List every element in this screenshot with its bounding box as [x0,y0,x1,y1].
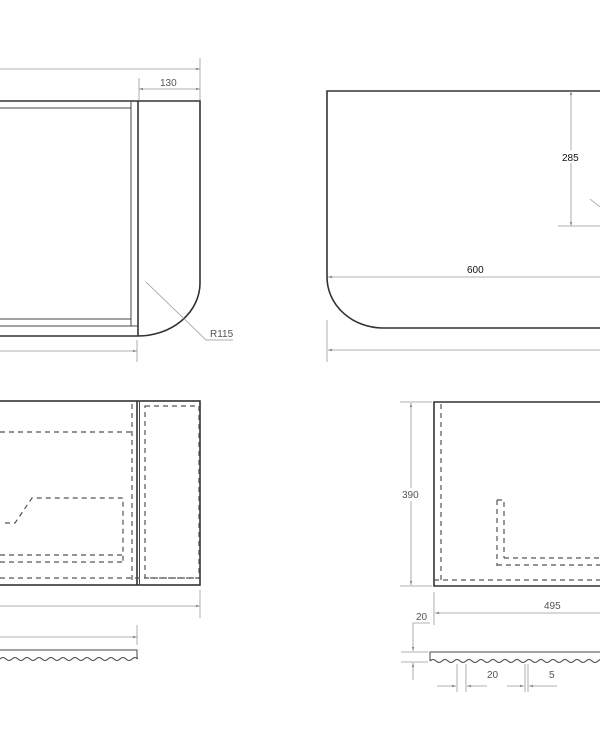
bottom-left-front-view [0,400,201,661]
depth-dimension-label: 495 [544,601,561,612]
bottom-right-section-view: 390 495 20 20 5 [399,401,600,692]
top-right-side-view: 285 600 [326,90,600,362]
thickness-dimension-label: 20 [416,612,428,623]
width-dimension-label: 130 [160,78,177,89]
length-dimension-label: 600 [467,265,484,276]
groove-width-label: 5 [549,670,555,681]
grooved-strip [0,649,138,659]
height-dimension-label: 390 [402,490,419,501]
top-left-plan-view: 130 R115 [0,58,234,362]
radius-dimension-label: R115 [210,329,234,340]
height-dimension-label: 285 [562,153,579,164]
groove-pitch-label: 20 [487,670,499,681]
